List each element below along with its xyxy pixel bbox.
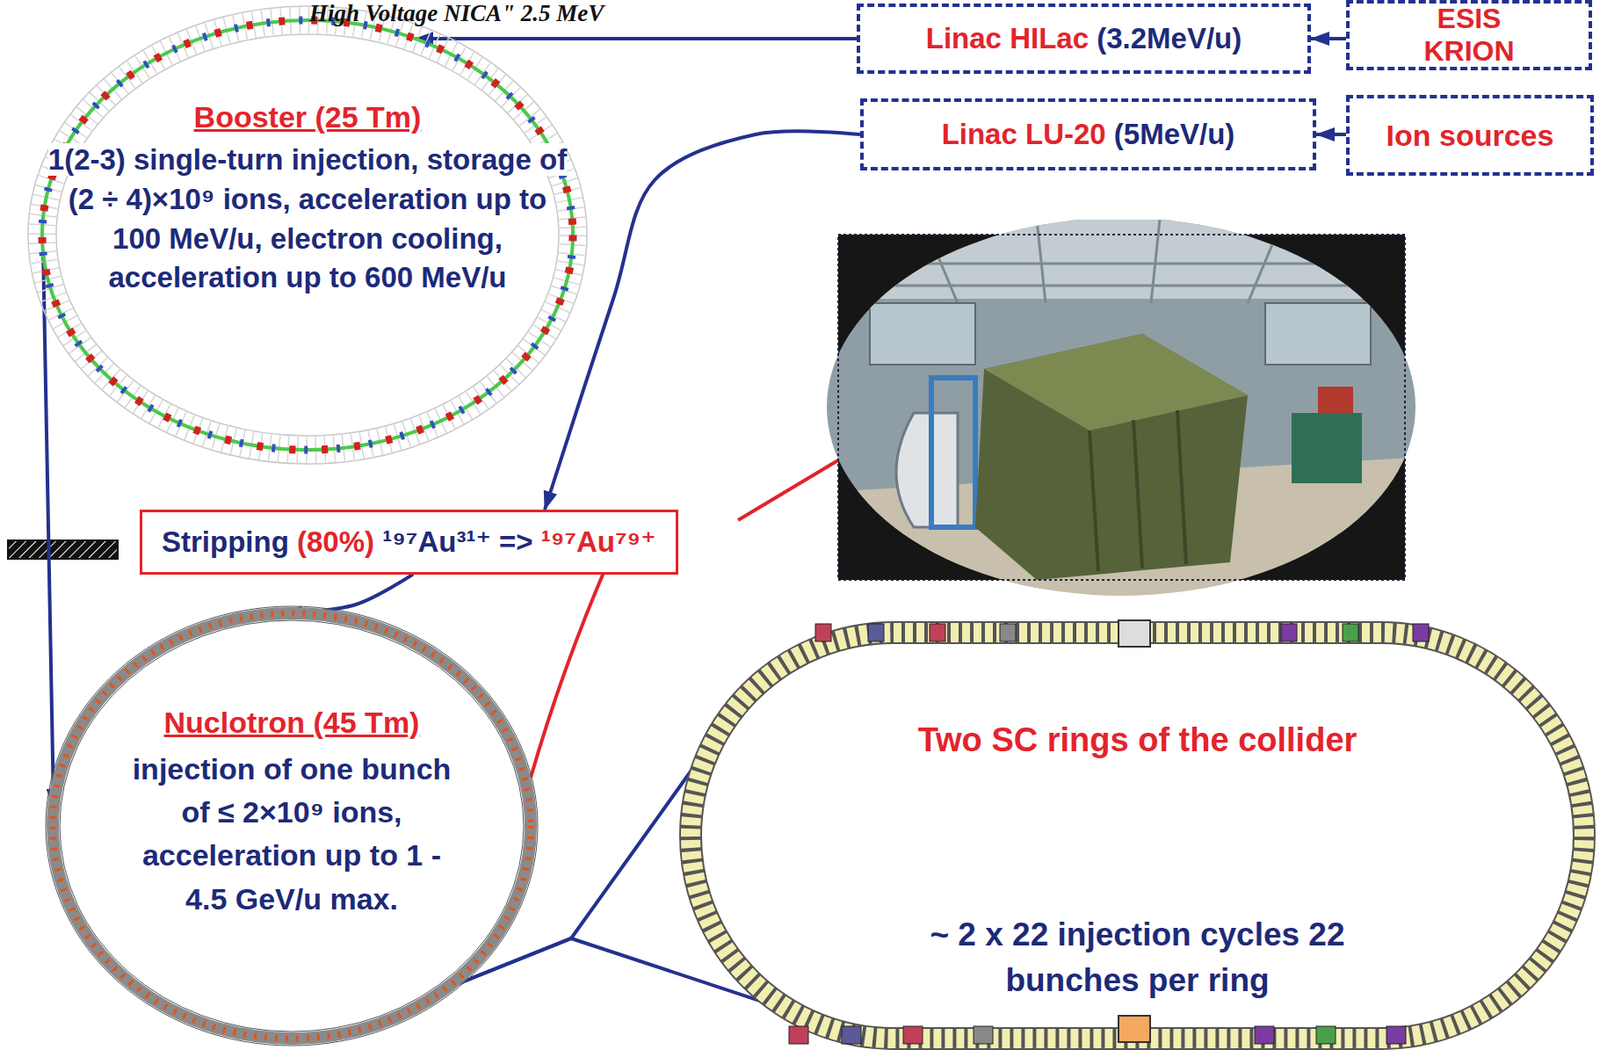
ring-edge	[45, 606, 538, 1046]
flow-arrow	[43, 253, 54, 808]
detector-ring	[896, 412, 958, 528]
dashed-box: Ion sources	[1346, 94, 1594, 176]
ring-magnets	[52, 613, 531, 1039]
node-text: Ion sources	[1386, 117, 1555, 154]
node-heading: Booster (25 Tm)	[194, 99, 422, 136]
ring-element	[1316, 1026, 1336, 1044]
ring-element	[903, 1026, 923, 1044]
node-text: injection of one bunch of ≤ 2×10⁹ ions, …	[129, 747, 455, 921]
dashed-box: Linac LU-20 (5MeV/u)	[860, 98, 1317, 171]
ring-edge	[59, 620, 524, 1032]
dashed-box: Linac HILac (3.2MeV/u)	[856, 3, 1311, 74]
ring-body	[690, 632, 1585, 1039]
photo-border	[838, 234, 1405, 580]
ring-element	[1281, 623, 1297, 642]
flow-arrow	[544, 130, 861, 510]
equipment	[1291, 412, 1362, 484]
ring-element	[1254, 1026, 1275, 1044]
ring-element	[1412, 623, 1429, 642]
ring-element	[868, 623, 884, 642]
ring-magnets	[690, 632, 1585, 1039]
beam-line	[42, 20, 573, 450]
ring-element	[1342, 623, 1359, 642]
node-heading: Nuclotron (45 Tm)	[164, 704, 420, 741]
flow-arrow	[1316, 132, 1347, 137]
rf-station	[1118, 1015, 1151, 1043]
ring-element	[999, 623, 1016, 642]
collider-ring: Two SC rings of the collider ~ 2 x 22 inj…	[683, 625, 1592, 1046]
detector-ribs	[1089, 410, 1187, 572]
flow-arrow	[1310, 36, 1347, 41]
rf-station	[1118, 620, 1151, 647]
detector-top	[984, 333, 1248, 431]
ring-element	[841, 1026, 862, 1044]
photo-pointer-line	[530, 562, 609, 778]
hall-photo	[825, 219, 1424, 598]
lattice-frames	[42, 20, 573, 450]
node-text: Stripping (80%) ¹⁹⁷Au³¹⁺ => ¹⁹⁷Au⁷⁹⁺	[161, 524, 657, 560]
process-box: Stripping (80%) ¹⁹⁷Au³¹⁺ => ¹⁹⁷Au⁷⁹⁺	[139, 509, 679, 575]
ring-element	[973, 1026, 993, 1044]
synchrotron-ring: Nuclotron (45 Tm) injection of one bunch …	[45, 606, 538, 1046]
dipole-magnets	[42, 20, 573, 450]
blue-frame	[931, 377, 976, 528]
ring-element	[929, 623, 946, 642]
quadrupole-magnets	[42, 20, 573, 450]
node-text: ~ 2 x 22 injection cycles 22 bunches per…	[900, 912, 1376, 1004]
ring-element	[1386, 1026, 1406, 1044]
node-text: Linac HILac (3.2MeV/u)	[926, 21, 1242, 57]
title-note: High Voltage NICA" 2.5 MeV	[309, 0, 604, 28]
hall-window	[869, 303, 976, 365]
synchrotron-ring: Booster (25 Tm) 1(2-3) single-turn inject…	[35, 13, 580, 457]
detector-body	[975, 333, 1248, 580]
node-text: 1(2-3) single-turn injection, storage of…	[43, 140, 572, 299]
dashed-box: ESIS KRION	[1346, 0, 1593, 71]
ceiling-beams	[843, 219, 1406, 304]
equipment	[1317, 386, 1354, 413]
lattice-outline	[28, 6, 587, 464]
node-text: ESIS KRION	[1407, 2, 1531, 68]
node-text: Linac LU-20 (5MeV/u)	[941, 116, 1236, 153]
hall-window	[1265, 303, 1371, 365]
node-heading: Two SC rings of the collider	[918, 720, 1358, 761]
ring-element	[789, 1026, 809, 1044]
flow-arrow	[414, 36, 857, 41]
stripper-foil	[7, 540, 118, 559]
photo-pointer-line	[738, 458, 841, 521]
ring-body	[52, 613, 531, 1039]
ring-element	[815, 623, 832, 642]
